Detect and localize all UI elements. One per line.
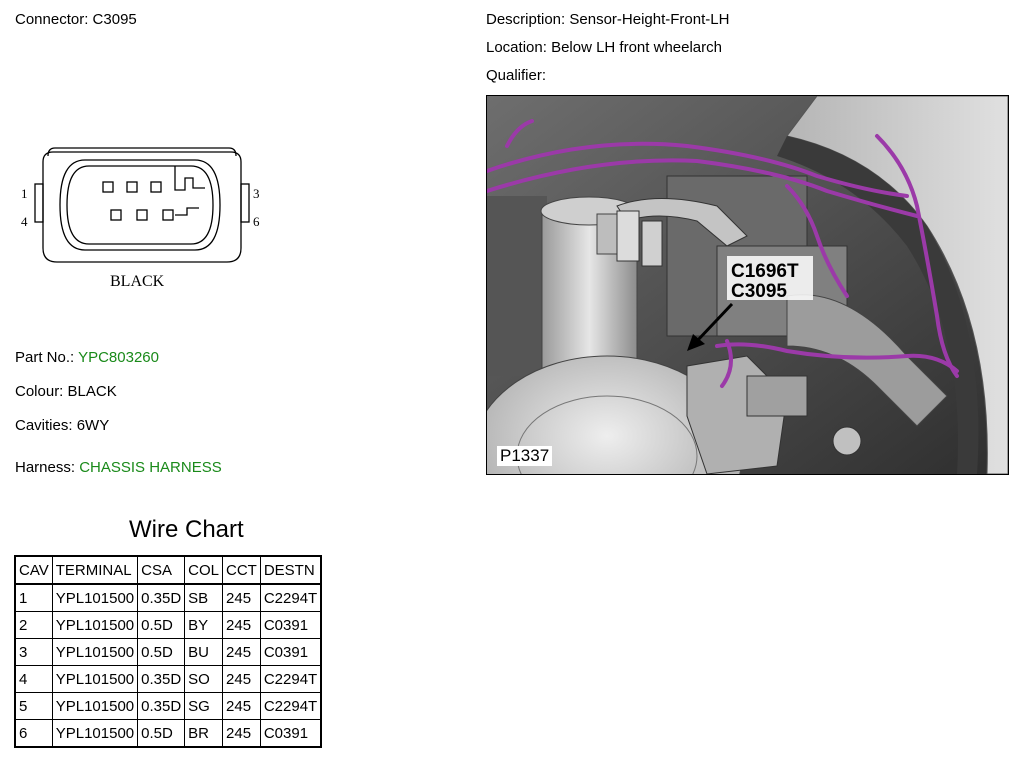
connector-value: C3095	[92, 11, 137, 28]
cell-cct: 245	[222, 638, 261, 666]
cell-cav: 3	[14, 638, 53, 666]
photo-reference: P1337	[497, 446, 553, 466]
cell-destn: C0391	[259, 611, 322, 639]
cell-terminal: YPL101500	[51, 611, 139, 639]
header-cct: CCT	[222, 555, 261, 585]
cell-col: SG	[184, 692, 224, 720]
cell-terminal: YPL101500	[51, 638, 139, 666]
cell-cav: 5	[14, 692, 53, 720]
cell-csa: 0.35D	[137, 692, 186, 720]
cell-terminal: YPL101500	[51, 665, 139, 693]
wire-chart-title: Wire Chart	[129, 516, 244, 543]
callout-arrowhead	[687, 334, 705, 351]
connector-label: Connector:	[15, 11, 89, 28]
location-line: Location: Below LH front wheelarch	[486, 39, 722, 56]
part-no-label: Part No.:	[15, 349, 75, 366]
cell-col: BY	[184, 611, 224, 639]
cell-destn: C2294T	[259, 583, 322, 612]
description-line: Description: Sensor-Height-Front-LH	[486, 11, 729, 28]
cell-csa: 0.5D	[137, 638, 186, 666]
cell-cct: 245	[222, 665, 261, 693]
cell-terminal: YPL101500	[51, 583, 139, 612]
cell-col: SB	[184, 583, 224, 612]
wire-chart-table: CAV TERMINAL CSA COL CCT DESTN 1 YPL1015…	[14, 555, 323, 748]
header-col: COL	[184, 555, 224, 585]
location-photo: C1696T C3095 P1337	[486, 95, 1009, 475]
cell-cct: 245	[222, 719, 261, 748]
cell-csa: 0.35D	[137, 665, 186, 693]
cell-csa: 0.35D	[137, 583, 186, 612]
colour-label: Colour:	[15, 383, 64, 400]
colour-value: BLACK	[67, 383, 117, 400]
pin-label-6: 6	[253, 214, 260, 229]
cell-destn: C2294T	[259, 665, 322, 693]
harness-line: Harness: CHASSIS HARNESS	[15, 459, 222, 476]
pin-label-1: 1	[21, 186, 28, 201]
table-row: 6 YPL101500 0.5D BR 245 C0391	[14, 719, 322, 748]
diagram-colour-caption: BLACK	[110, 273, 165, 290]
header-cav: CAV	[14, 555, 53, 585]
pin-label-4: 4	[21, 214, 28, 229]
cell-col: BR	[184, 719, 224, 748]
description-value: Sensor-Height-Front-LH	[569, 11, 730, 28]
harness-link[interactable]: CHASSIS HARNESS	[79, 459, 222, 476]
wire-chart-header-row: CAV TERMINAL CSA COL CCT DESTN	[14, 555, 322, 585]
cavities-value: 6WY	[76, 417, 110, 434]
colour-line: Colour: BLACK	[15, 383, 117, 400]
table-row: 2 YPL101500 0.5D BY 245 C0391	[14, 611, 322, 639]
pin-label-3: 3	[253, 186, 260, 201]
qualifier-line: Qualifier:	[486, 67, 546, 84]
callout-c1696t: C1696T	[731, 261, 799, 282]
cavities-label: Cavities:	[15, 417, 73, 434]
cell-cav: 1	[14, 583, 53, 612]
cell-csa: 0.5D	[137, 611, 186, 639]
header-destn: DESTN	[259, 555, 322, 585]
cell-cct: 245	[222, 692, 261, 720]
cell-destn: C0391	[259, 638, 322, 666]
table-row: 5 YPL101500 0.35D SG 245 C2294T	[14, 692, 322, 720]
cell-destn: C2294T	[259, 692, 322, 720]
table-row: 3 YPL101500 0.5D BU 245 C0391	[14, 638, 322, 666]
harness-route	[487, 119, 959, 388]
cell-cav: 2	[14, 611, 53, 639]
cell-col: BU	[184, 638, 224, 666]
header-terminal: TERMINAL	[51, 555, 139, 585]
qualifier-label: Qualifier:	[486, 67, 547, 84]
location-value: Below LH front wheelarch	[551, 39, 722, 56]
cell-terminal: YPL101500	[51, 719, 139, 748]
cell-col: SO	[184, 665, 224, 693]
harness-label: Harness:	[15, 459, 76, 476]
part-no-line: Part No.: YPC803260	[15, 349, 159, 366]
vehicle-illustration: C1696T C3095	[487, 96, 1008, 474]
header-csa: CSA	[137, 555, 186, 585]
cell-destn: C0391	[259, 719, 322, 748]
connector-line: Connector: C3095	[15, 11, 137, 28]
description-label: Description:	[486, 11, 566, 28]
cell-cct: 245	[222, 583, 261, 612]
location-label: Location:	[486, 39, 547, 56]
table-row: 1 YPL101500 0.35D SB 245 C2294T	[14, 583, 322, 612]
table-row: 4 YPL101500 0.35D SO 245 C2294T	[14, 665, 322, 693]
cell-csa: 0.5D	[137, 719, 186, 748]
callout-c3095: C3095	[731, 281, 787, 302]
cell-cav: 4	[14, 665, 53, 693]
cell-terminal: YPL101500	[51, 692, 139, 720]
connector-face-diagram: 1 4 3 6 BLACK	[21, 147, 260, 290]
part-no-link[interactable]: YPC803260	[78, 349, 159, 366]
cell-cct: 245	[222, 611, 261, 639]
cavities-line: Cavities: 6WY	[15, 417, 109, 434]
callout-arrow	[695, 302, 734, 343]
cell-cav: 6	[14, 719, 53, 748]
